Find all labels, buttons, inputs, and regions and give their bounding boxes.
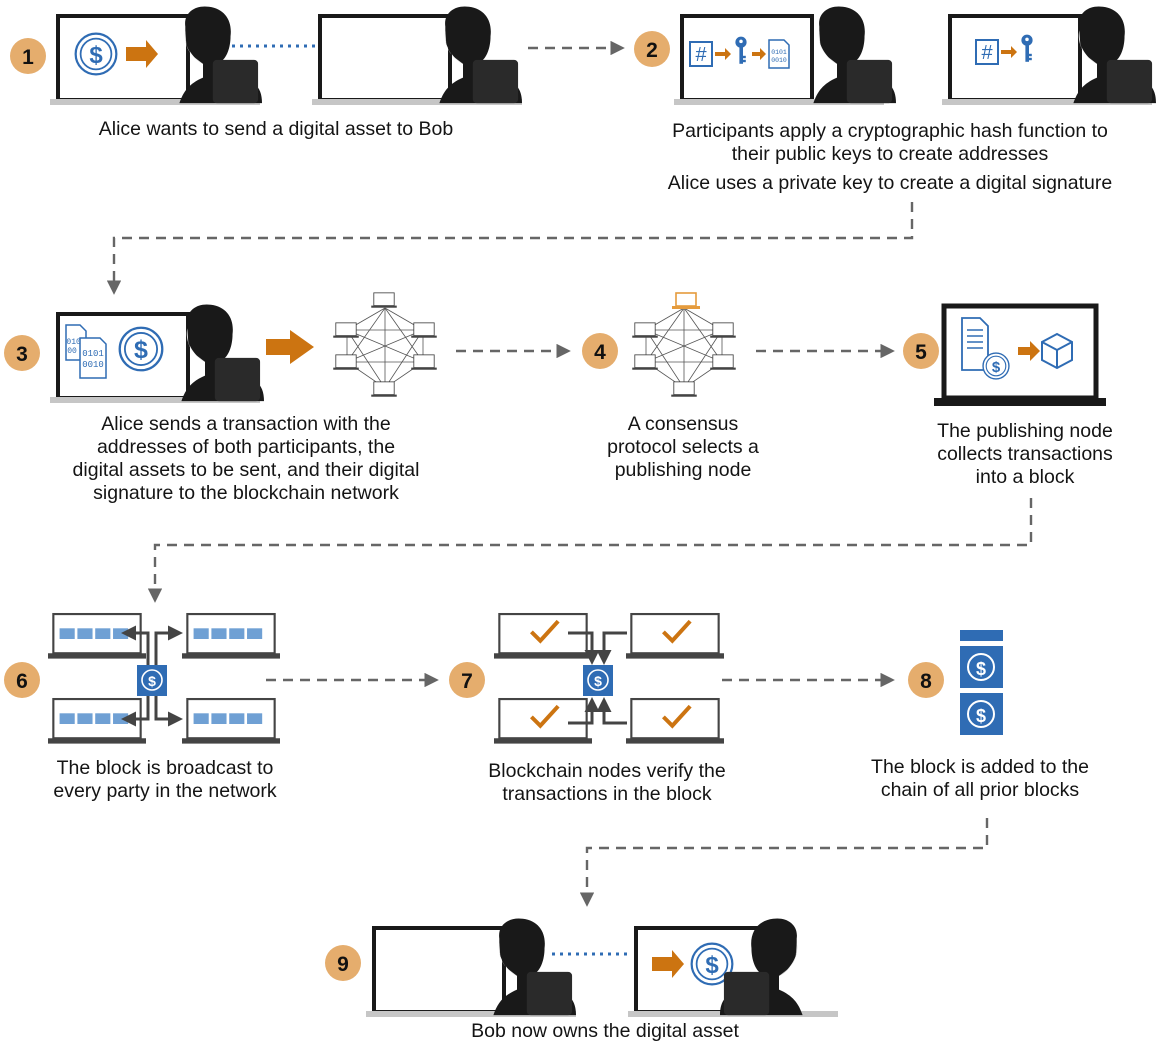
step-5-caption: The publishing node collects transaction… — [937, 420, 1113, 488]
flow-arrow-5-6 — [147, 498, 1033, 603]
step-1: 1 $ — [10, 6, 522, 105]
participant-a-computer-icon: # 0101 0010 — [674, 6, 896, 105]
step-4-badge: 4 — [582, 333, 618, 369]
step-3-badge: 3 — [4, 335, 40, 371]
laptop-icon — [411, 322, 437, 339]
hash-icon — [975, 39, 999, 65]
svg-text:2: 2 — [646, 39, 658, 62]
laptop-icon — [182, 612, 280, 660]
svg-text:$: $ — [705, 952, 719, 979]
step-7-caption: Blockchain nodes verify the transactions… — [488, 760, 726, 805]
step-6-badge: 6 — [4, 662, 40, 698]
laptop-icon — [632, 322, 658, 339]
laptop-icon — [333, 354, 359, 371]
step-4: 4 — [582, 292, 736, 398]
step-1-badge: 1 — [10, 38, 46, 74]
step-9: 9 $ — [325, 918, 838, 1017]
step-1-caption: Alice wants to send a digital asset to B… — [98, 118, 454, 140]
svg-text:0101: 0101 — [66, 338, 85, 347]
laptop-icon — [710, 322, 736, 339]
svg-text:3: 3 — [16, 343, 28, 366]
binary-file-icon — [768, 39, 790, 69]
svg-text:#: # — [695, 44, 707, 66]
bob-final-computer-icon: $ — [628, 918, 838, 1017]
svg-text:#: # — [981, 42, 993, 64]
step-8-badge: 8 — [908, 662, 944, 698]
step-9-caption: Bob now owns the digital asset — [471, 1020, 739, 1042]
selected-node-icon — [675, 292, 697, 307]
transfer-arrow-icon — [126, 40, 158, 68]
step-7: 7 $ — [449, 614, 724, 744]
alice-final-computer-icon — [366, 918, 576, 1017]
bob-computer-icon — [312, 6, 522, 105]
svg-text:9: 9 — [337, 953, 349, 976]
svg-text:0010: 0010 — [82, 360, 104, 370]
svg-text:00: 00 — [67, 347, 77, 356]
laptop-icon — [626, 614, 724, 659]
step-9-badge: 9 — [325, 945, 361, 981]
svg-text:6: 6 — [16, 670, 28, 693]
laptop-icon — [494, 614, 592, 659]
laptop-icon — [48, 697, 146, 745]
publishing-node-laptop-icon: $ — [934, 303, 1106, 406]
svg-text:$: $ — [976, 659, 986, 679]
svg-text:0010: 0010 — [771, 57, 787, 64]
mesh-network-icon — [333, 292, 437, 398]
document-icon — [961, 317, 989, 371]
step-5: 5 $ — [903, 303, 1106, 406]
block-chain-icon: $ $ — [960, 630, 1003, 735]
laptop-icon — [494, 699, 592, 744]
flow-arrow-2-3 — [106, 202, 914, 295]
step-3: 3 0101 00 0101 0010 $ — [4, 292, 437, 403]
step-2-badge: 2 — [634, 31, 670, 67]
cube-icon — [1041, 332, 1073, 370]
laptop-icon — [632, 354, 658, 371]
svg-text:$: $ — [134, 336, 148, 364]
step-8-caption: The block is added to the chain of all p… — [871, 756, 1089, 801]
laptop-icon — [626, 699, 724, 744]
consensus-network-icon — [632, 292, 736, 398]
alice-transaction-computer-icon: 0101 00 0101 0010 $ — [50, 304, 264, 403]
laptop-icon — [333, 322, 359, 339]
step-6-caption: The block is broadcast to every party in… — [53, 757, 277, 802]
step-2: 2 # 0101 0010 # — [634, 6, 1156, 105]
svg-text:1: 1 — [22, 46, 34, 69]
step-7-badge: 7 — [449, 662, 485, 698]
binary-file-icon — [79, 337, 107, 379]
svg-text:8: 8 — [920, 670, 932, 693]
laptop-icon — [371, 292, 397, 309]
svg-text:$: $ — [976, 706, 986, 726]
verify-network-icon: $ — [494, 614, 724, 744]
participant-b-computer-icon: # — [942, 6, 1156, 105]
step-3-caption: Alice sends a transaction with the addre… — [72, 413, 420, 504]
svg-text:4: 4 — [594, 341, 606, 364]
svg-text:0101: 0101 — [82, 349, 104, 359]
laptop-icon — [411, 354, 437, 371]
laptop-icon — [182, 697, 280, 745]
svg-text:7: 7 — [461, 670, 473, 693]
svg-text:0101: 0101 — [771, 49, 787, 56]
send-arrow-icon — [266, 330, 314, 364]
svg-text:$: $ — [148, 673, 156, 689]
transfer-arrow-icon — [652, 950, 684, 978]
hash-icon — [689, 41, 713, 67]
svg-text:$: $ — [992, 359, 1001, 376]
alice-computer-icon: $ — [50, 6, 262, 105]
laptop-icon — [671, 381, 697, 398]
step-8: 8 $ $ — [908, 630, 1003, 735]
broadcast-network-icon: $ — [48, 612, 280, 745]
step-5-badge: 5 — [903, 333, 939, 369]
laptop-icon — [710, 354, 736, 371]
laptop-icon — [48, 612, 146, 660]
flow-arrow-8-9 — [579, 818, 989, 907]
laptop-icon — [371, 381, 397, 398]
step-2-caption: Participants apply a cryptographic hash … — [667, 120, 1113, 194]
svg-text:5: 5 — [915, 341, 927, 364]
svg-text:$: $ — [89, 42, 103, 69]
svg-text:$: $ — [594, 673, 602, 689]
step-6: 6 $ — [4, 612, 280, 745]
step-4-caption: A consensus protocol selects a publishin… — [607, 413, 759, 481]
